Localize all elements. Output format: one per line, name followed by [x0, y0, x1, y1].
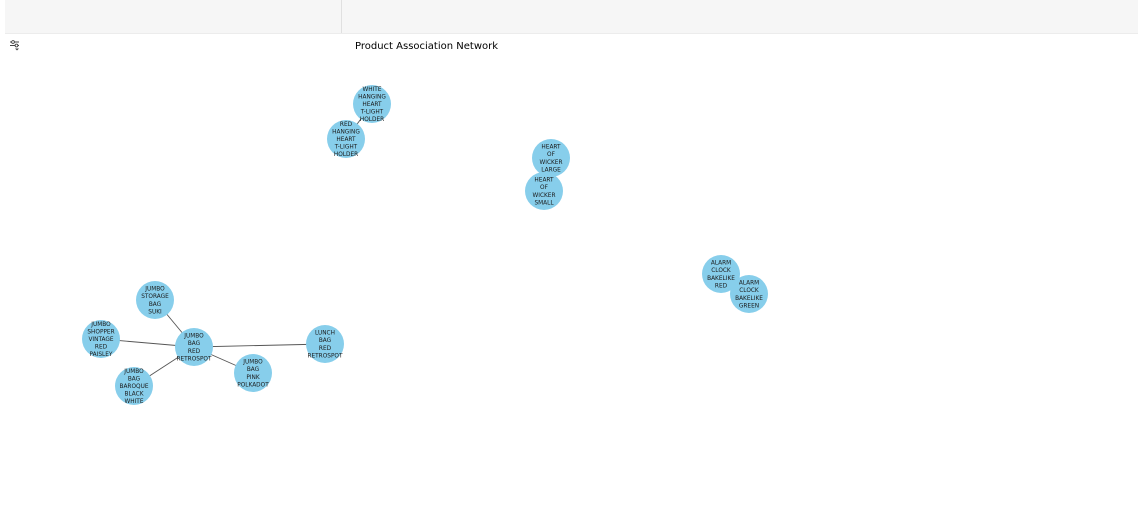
chart-title: Product Association Network: [355, 41, 499, 52]
toolbar-divider: [341, 0, 342, 33]
node-circle: [327, 120, 365, 158]
sliders-icon-graphic: [10, 40, 19, 51]
node-circle: [702, 255, 740, 293]
node-circle: [136, 281, 174, 319]
network-edge: [193, 343, 326, 348]
node-circle: [82, 320, 120, 358]
node-circle: [525, 172, 563, 210]
node-circle: [353, 85, 391, 123]
node-circle: [306, 325, 344, 363]
sliders-icon[interactable]: [9, 36, 21, 51]
node-circle: [175, 328, 213, 366]
node-circle: [730, 275, 768, 313]
node-circle: [234, 354, 272, 392]
node-circle: [532, 139, 570, 177]
top-toolbar: [5, 0, 1138, 34]
node-circle: [115, 367, 153, 405]
